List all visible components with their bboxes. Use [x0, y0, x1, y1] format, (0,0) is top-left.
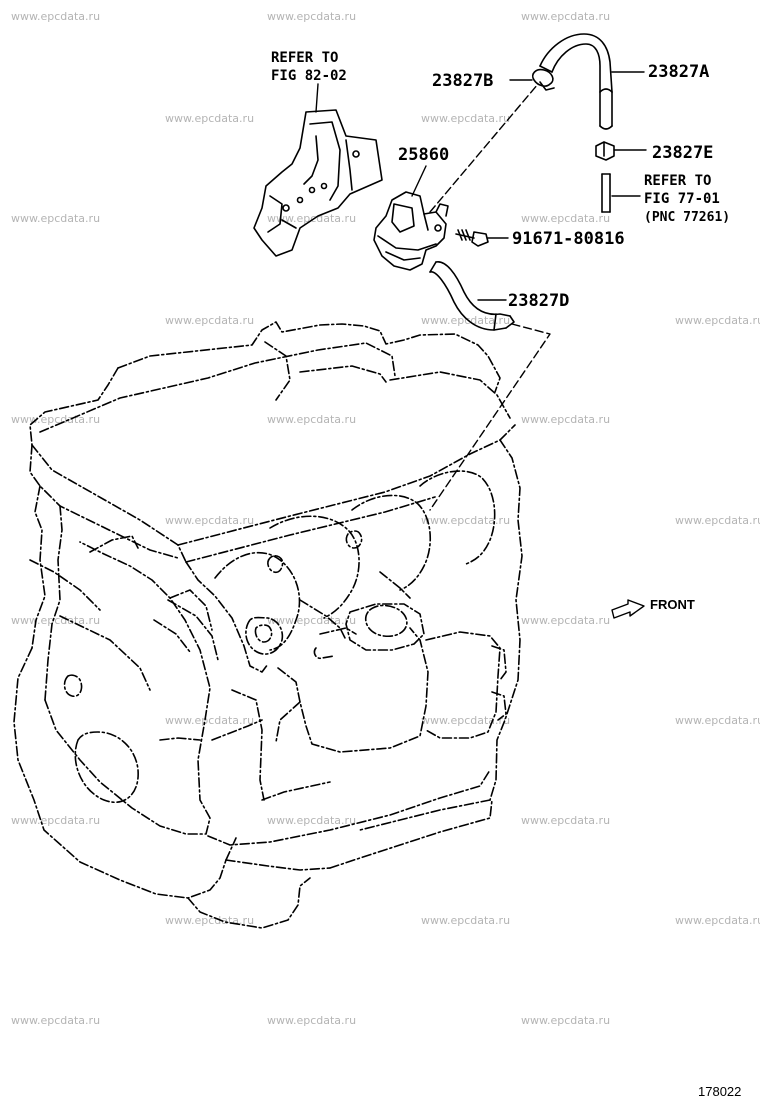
connection-line-vsv-clamp [429, 83, 539, 213]
watermark: www.epcdata.ru [11, 814, 101, 827]
watermark: www.epcdata.ru [165, 314, 255, 327]
watermark: www.epcdata.ru [421, 714, 511, 727]
watermark: www.epcdata.ru [521, 413, 611, 426]
watermark: www.epcdata.ru [267, 212, 357, 225]
watermark: www.epcdata.ru [165, 714, 255, 727]
part-label-23827a[interactable]: 23827A [648, 62, 710, 82]
watermark: www.epcdata.ru [521, 212, 611, 225]
clamp-b [531, 68, 555, 91]
watermark: www.epcdata.ru [11, 212, 101, 225]
hose-d [429, 261, 515, 331]
watermark: www.epcdata.ru [521, 10, 611, 23]
watermark: www.epcdata.ru [421, 514, 511, 527]
bolt [455, 229, 489, 247]
watermark: www.epcdata.ru [675, 514, 760, 527]
watermark: www.epcdata.ru [675, 314, 760, 327]
watermark: www.epcdata.ru [521, 1014, 611, 1027]
watermark: www.epcdata.ru [267, 614, 357, 627]
front-direction-label: FRONT [650, 597, 695, 612]
watermark: www.epcdata.ru [11, 1014, 101, 1027]
refer-bracket-label-line2[interactable]: FIG 82-02 [271, 68, 347, 84]
part-label-23827e[interactable]: 23827E [652, 143, 714, 163]
part-label-91671-80816[interactable]: 91671-80816 [512, 229, 625, 249]
part-label-23827b[interactable]: 23827B [432, 71, 494, 91]
watermark: www.epcdata.ru [267, 10, 357, 23]
watermark: www.epcdata.ru [165, 514, 255, 527]
refer-hose-label-line3: (PNC 77261) [644, 210, 731, 225]
watermark: www.epcdata.ru [675, 714, 760, 727]
watermark: www.epcdata.ru [267, 1014, 357, 1027]
connection-line-hose-engine [429, 323, 551, 511]
watermark: www.epcdata.ru [421, 112, 511, 125]
watermark: www.epcdata.ru [675, 914, 760, 927]
vsv-valve [373, 191, 449, 271]
watermark: www.epcdata.ru [11, 10, 101, 23]
engine-outline [13, 321, 523, 929]
part-label-25860[interactable]: 25860 [398, 145, 450, 165]
watermark: www.epcdata.ru [521, 814, 611, 827]
hose-a [539, 33, 613, 130]
refer-hose-label-line1[interactable]: REFER TO [644, 173, 712, 189]
figure-number: 178022 [698, 1084, 742, 1099]
hose-ref [601, 173, 611, 213]
refer-bracket-label-line1[interactable]: REFER TO [271, 50, 339, 66]
front-arrow-icon [611, 599, 645, 619]
watermark: www.epcdata.ru [267, 413, 357, 426]
part-label-23827d[interactable]: 23827D [508, 291, 570, 311]
cap-e [595, 141, 615, 161]
watermark: www.epcdata.ru [267, 814, 357, 827]
watermark: www.epcdata.ru [421, 914, 511, 927]
refer-hose-label-line2[interactable]: FIG 77-01 [644, 191, 720, 207]
watermark: www.epcdata.ru [521, 614, 611, 627]
watermark: www.epcdata.ru [421, 314, 511, 327]
vsv-bracket [253, 109, 383, 257]
watermark: www.epcdata.ru [165, 112, 255, 125]
